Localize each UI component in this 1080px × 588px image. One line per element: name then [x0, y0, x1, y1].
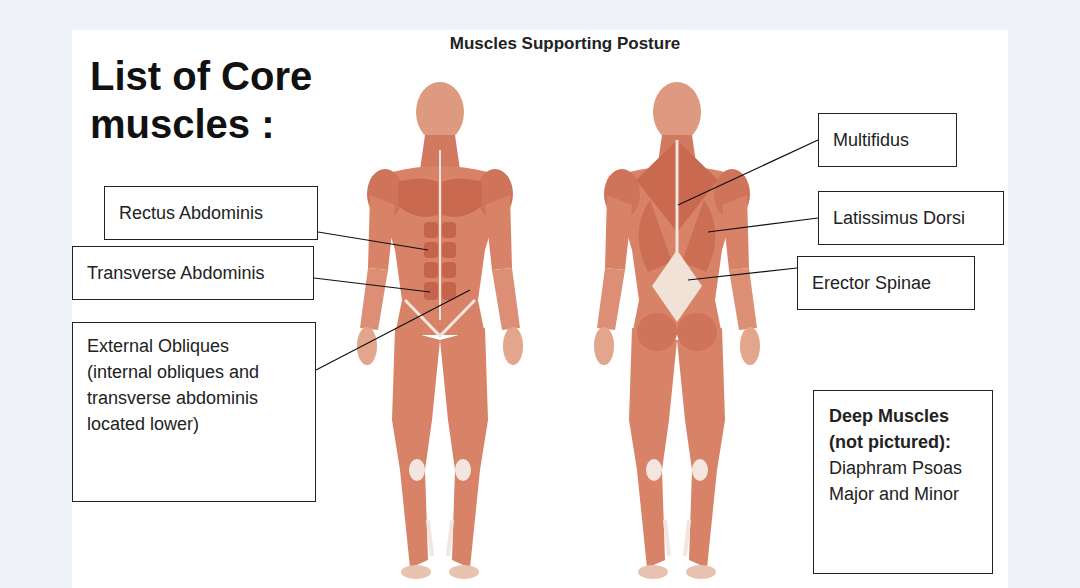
- front-details: [398, 150, 482, 336]
- diagram-title: Muscles Supporting Posture: [330, 34, 800, 54]
- box-text: External Obliques (internal obliques and…: [87, 333, 265, 437]
- box-text: Latissimus Dorsi: [833, 205, 989, 231]
- box-text: Rectus Abdominis: [119, 200, 303, 226]
- back-figure: [594, 82, 760, 579]
- label-box: Erector Spinae: [797, 256, 975, 310]
- box-text: Multifidus: [833, 127, 942, 153]
- back-details: [636, 140, 718, 351]
- box-text: Erector Spinae: [812, 270, 960, 296]
- box-body: Diaphram Psoas Major and Minor: [829, 455, 977, 507]
- leader-lines: [314, 140, 818, 370]
- label-box: Multifidus: [818, 113, 957, 167]
- label-box: Transverse Abdominis: [72, 246, 314, 300]
- box-text: Transverse Abdominis: [87, 260, 299, 286]
- heading-label: List of Core muscles :: [90, 52, 390, 148]
- label-box: Deep Muscles (not pictured):Diaphram Pso…: [813, 390, 993, 574]
- label-box: Rectus Abdominis: [104, 186, 318, 240]
- label-box: External Obliques (internal obliques and…: [72, 322, 316, 502]
- front-figure: [357, 82, 523, 579]
- label-box: Latissimus Dorsi: [818, 191, 1004, 245]
- box-text: Deep Muscles (not pictured):: [829, 403, 977, 455]
